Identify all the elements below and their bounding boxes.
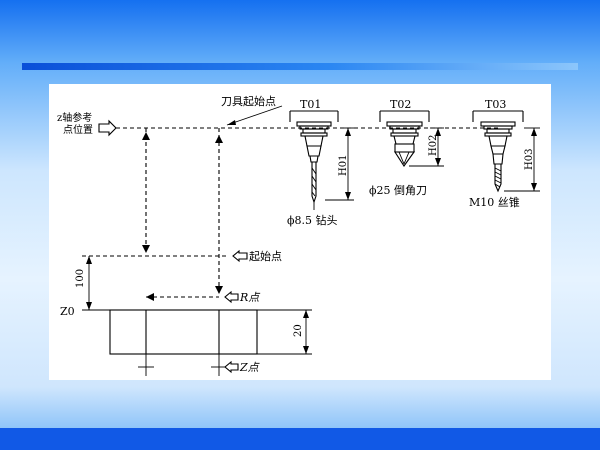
tool-t02-offset: H02 (428, 135, 439, 156)
figure-panel: z轴参考 点位置 刀具起始点 起始点 R点 Z0 Z点 100 20 T01 (49, 84, 551, 380)
z-point-label: Z点 (239, 361, 261, 374)
tool-start-leader (226, 105, 283, 126)
footer-band (0, 428, 600, 450)
tool-t02-chamfer-cutter: T02 ϕ25 倒角刀 H02 (369, 98, 444, 197)
tool-t01-name: ϕ8.5 钻头 (287, 213, 338, 227)
tool-t01-id: T01 (300, 98, 321, 111)
tool-start-point-label: 刀具起始点 (221, 94, 276, 108)
z-reference-label-line1: z轴参考 (57, 111, 92, 124)
tool-t03-id: T03 (485, 98, 506, 111)
r-point-label: R点 (239, 291, 261, 304)
start-point-label: 起始点 (249, 249, 282, 263)
dim-20-arrow-top (303, 310, 309, 318)
workpiece-block (109, 309, 258, 355)
dim-20-arrow-bottom (303, 346, 309, 354)
title-rule (22, 63, 578, 70)
tool-t03-offset: H03 (524, 149, 535, 170)
z-reference-arrow (98, 119, 117, 137)
start-point-arrow (232, 249, 248, 263)
tool-t03-name: M10 丝锥 (469, 196, 520, 209)
tool-t02-name: ϕ25 倒角刀 (369, 184, 427, 197)
path-arrow-up-left (142, 132, 150, 140)
z0-label: Z0 (60, 305, 75, 318)
tool-t02-id: T02 (390, 98, 411, 111)
tool-t01-drill: T01 ϕ8.5 钻头 H01 (287, 98, 354, 227)
dim-20-label: 20 (293, 324, 304, 337)
drilling-cycle-diagram: z轴参考 点位置 刀具起始点 起始点 R点 Z0 Z点 100 20 T01 (57, 94, 540, 376)
path-arrow-down-right (215, 286, 223, 294)
dim-100-arrow-bottom (86, 302, 92, 310)
path-arrow-down-left (142, 245, 150, 253)
z-reference-label-line2: 点位置 (63, 123, 93, 136)
z-point-arrow (224, 360, 239, 374)
tool-t01-offset: H01 (338, 155, 349, 176)
dim-100-label: 100 (75, 269, 86, 288)
r-point-arrow (224, 290, 239, 304)
dim-100-arrow-top (86, 256, 92, 264)
r-return-arrowhead (146, 293, 154, 301)
tool-start-leader-arrowhead (227, 120, 236, 125)
path-arrow-up-right (215, 135, 223, 143)
tool-t03-tap: T03 M10 丝锥 H03 (469, 98, 540, 209)
